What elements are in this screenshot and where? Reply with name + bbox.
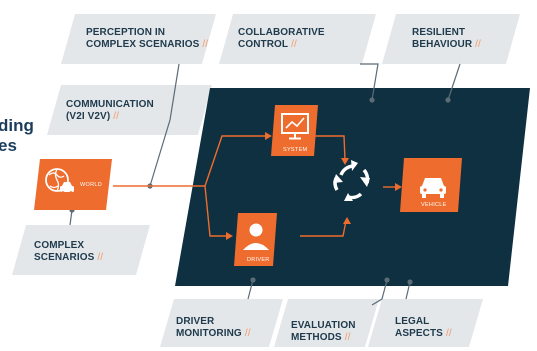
label-legal: LEGAL ASPECTS// — [395, 316, 452, 340]
label-complex: COMPLEX SCENARIOS// — [34, 240, 103, 264]
node-system — [271, 105, 318, 156]
label-collaborative: COLLABORATIVE CONTROL// — [238, 27, 325, 51]
box-communication — [47, 85, 212, 135]
driver-label: DRIVER — [247, 257, 270, 263]
box-resilient — [382, 14, 520, 64]
world-box — [34, 159, 112, 210]
box-collaborative — [219, 14, 376, 64]
dot-legal — [407, 279, 413, 285]
connector-resilient — [447, 63, 461, 101]
evaluation-line-2-wrap: METHODS// — [291, 332, 356, 344]
collaborative-line-2: CONTROL — [238, 39, 289, 50]
complex-line-2-wrap: SCENARIOS// — [34, 252, 103, 264]
label-communication: COMMUNICATION (V2I V2V)// — [66, 99, 154, 123]
perception-line-2: COMPLEX SCENARIOS — [86, 39, 200, 50]
collaborative-slash: // — [291, 39, 297, 50]
driver-monitoring-line-2-wrap: MONITORING// — [176, 328, 251, 340]
communication-line-2: (V2I V2V) — [66, 111, 111, 122]
box-driver-monitoring — [160, 299, 283, 347]
label-resilient: RESILIENT BEHAVIOUR// — [412, 27, 481, 51]
legal-slash: // — [445, 328, 452, 339]
dot-evaluation — [384, 277, 390, 283]
driver-monitoring-line-1: DRIVER — [176, 316, 215, 327]
legal-line-2-wrap: ASPECTS// — [395, 328, 452, 340]
label-perception: PERCEPTION IN COMPLEX SCENARIOS// — [86, 27, 208, 51]
label-driver-monitoring: DRIVER MONITORING// — [176, 316, 251, 340]
box-legal — [368, 299, 483, 347]
label-evaluation: EVALUATION METHODS// — [291, 320, 356, 344]
collaborative-line-1: COLLABORATIVE — [238, 27, 325, 38]
driver-monitoring-line-2: MONITORING — [176, 328, 242, 339]
connector-evaluation — [371, 279, 388, 306]
box-perception — [61, 14, 216, 64]
connector-perception — [149, 63, 180, 187]
flow-to-system — [204, 135, 268, 187]
complex-slash: // — [97, 252, 104, 263]
driver-box — [234, 213, 277, 266]
connector-legal — [405, 281, 411, 300]
flow-lines — [113, 135, 397, 237]
resilient-line-2: BEHAVIOUR — [412, 39, 473, 50]
arrowhead-system — [265, 132, 272, 140]
world-label: WORLD — [80, 182, 102, 188]
communication-line-2-wrap: (V2I V2V)// — [66, 111, 154, 123]
connector-driver-monitoring — [247, 279, 254, 300]
evaluation-line-2: METHODS — [291, 332, 342, 343]
complex-line-1: COMPLEX — [34, 240, 85, 251]
arrowhead-vehicle — [395, 183, 402, 191]
flow-to-driver — [204, 185, 229, 237]
vehicle-label: VEHICLE — [421, 202, 447, 208]
node-driver — [234, 213, 277, 266]
dot-resilient — [445, 97, 451, 103]
resilient-slash: // — [475, 39, 481, 50]
vehicle-icon — [420, 178, 446, 198]
arrowhead-driver — [226, 232, 233, 240]
flow-system-to-center — [315, 135, 346, 161]
driver-monitoring-slash: // — [244, 328, 251, 339]
driver-icon — [243, 223, 269, 250]
node-world — [34, 159, 112, 210]
resilient-line-1: RESILIENT — [412, 27, 466, 38]
box-complex — [12, 225, 150, 275]
collaborative-line-2-wrap: CONTROL// — [238, 39, 325, 51]
communication-line-1: COMMUNICATION — [66, 99, 154, 110]
box-evaluation — [274, 299, 379, 347]
headline-line-2: es — [0, 136, 17, 155]
headline-line-1: ding — [0, 116, 34, 135]
connector-collaborative — [360, 63, 379, 101]
dot-collaborative — [369, 97, 375, 103]
legal-line-2: ASPECTS — [395, 328, 443, 339]
evaluation-line-1: EVALUATION — [291, 320, 356, 331]
legal-line-1: LEGAL — [395, 316, 430, 327]
cycle-arrowheads — [333, 160, 370, 201]
node-vehicle — [400, 158, 462, 212]
resilient-line-2-wrap: BEHAVIOUR// — [412, 39, 481, 51]
central-panel — [175, 88, 530, 286]
flow-arrowheads — [226, 132, 402, 240]
perception-slash: // — [202, 39, 209, 50]
perception-line-1: PERCEPTION IN — [86, 27, 166, 38]
communication-slash: // — [113, 111, 120, 122]
world-icon — [45, 168, 74, 195]
arrowhead-center-bottom — [343, 217, 351, 224]
flow-driver-to-center — [300, 220, 347, 237]
dot-driver-monitoring — [250, 277, 256, 283]
evaluation-slash: // — [344, 332, 351, 343]
system-label: SYSTEM — [283, 147, 308, 153]
complex-line-2: SCENARIOS — [34, 252, 95, 263]
system-icon — [281, 113, 309, 140]
arrowhead-center-top — [341, 158, 349, 165]
perception-line-2-wrap: COMPLEX SCENARIOS// — [86, 39, 208, 51]
